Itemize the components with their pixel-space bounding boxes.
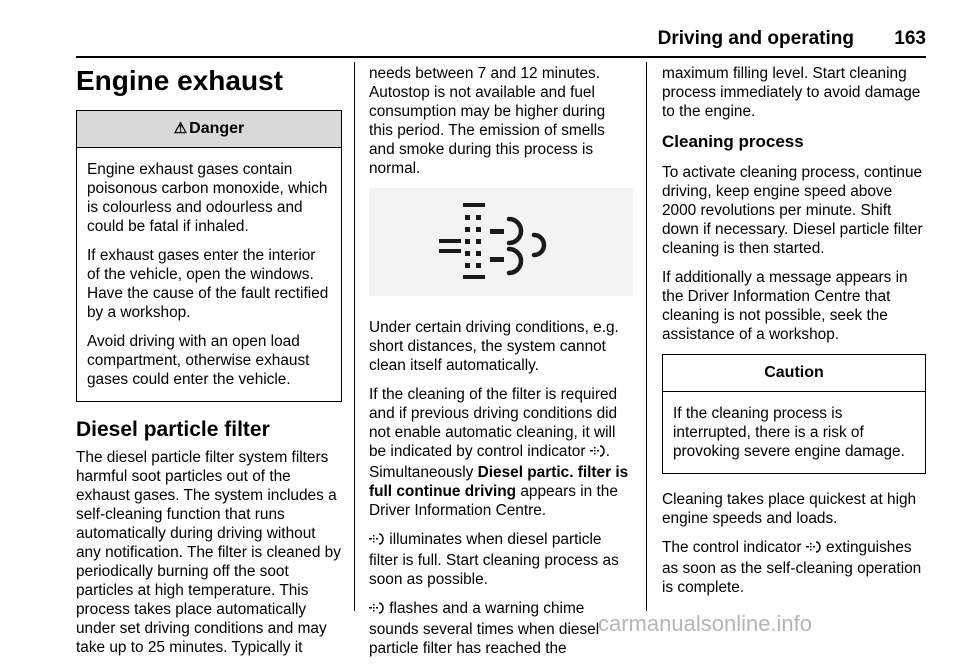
warning-triangle-icon: ⚠ bbox=[173, 120, 188, 137]
paragraph: maximum filling level. Start cleaning pr… bbox=[662, 65, 921, 120]
diesel-particle-filter-icon bbox=[805, 540, 822, 559]
paragraph: Under certain driving conditions, e.g. s… bbox=[369, 319, 619, 374]
paragraph: The control indicator extinguishes as so… bbox=[662, 539, 922, 596]
danger-text: Engine exhaust gases contain poisonous c… bbox=[87, 161, 328, 235]
section-title: Driving and operating bbox=[657, 28, 854, 49]
paragraph: needs between 7 and 12 minutes. Autostop… bbox=[369, 65, 606, 177]
danger-text: If exhaust gases enter the interior of t… bbox=[87, 247, 329, 321]
filter-illustration bbox=[369, 188, 633, 296]
column-3: maximum filling level. Start cleaning pr… bbox=[662, 64, 926, 607]
paragraph: If additionally a message appears in the… bbox=[662, 269, 908, 343]
caution-box: Caution If the cleaning process is inter… bbox=[662, 354, 926, 474]
paragraph: flashes and a warning chime sounds sever… bbox=[369, 600, 600, 657]
page-number: 163 bbox=[894, 28, 926, 49]
diesel-particle-filter-icon bbox=[439, 203, 547, 279]
column-divider bbox=[354, 62, 355, 611]
diesel-particle-filter-icon bbox=[589, 444, 606, 463]
paragraph: Cleaning takes place quickest at high en… bbox=[662, 491, 917, 527]
danger-box: ⚠Danger Engine exhaust gases contain poi… bbox=[76, 110, 342, 402]
watermark: carmanualsonline.info bbox=[598, 611, 813, 636]
paragraph: If the cleaning of the filter is require… bbox=[369, 386, 629, 519]
danger-header: ⚠Danger bbox=[77, 111, 341, 148]
column-2: needs between 7 and 12 minutes. Autostop… bbox=[369, 64, 633, 668]
paragraph: illuminates when diesel particle filter … bbox=[369, 531, 619, 588]
danger-text: Avoid driving with an open load compartm… bbox=[87, 333, 310, 388]
column-1: Engine exhaust ⚠Danger Engine exhaust ga… bbox=[76, 64, 342, 667]
paragraph: To activate cleaning process, continue d… bbox=[662, 164, 923, 257]
paragraph: The diesel particle filter system filter… bbox=[76, 449, 341, 656]
diesel-particle-filter-icon bbox=[369, 532, 385, 551]
page-header: Driving and operating 163 bbox=[76, 28, 926, 58]
section-heading: Diesel particle filter bbox=[76, 418, 270, 441]
column-divider bbox=[646, 62, 647, 611]
diesel-particle-filter-icon bbox=[369, 601, 385, 620]
caution-text: If the cleaning process is interrupted, … bbox=[673, 405, 905, 460]
page-title: Engine exhaust bbox=[76, 65, 283, 96]
subsection-heading: Cleaning process bbox=[662, 132, 804, 151]
caution-header: Caution bbox=[663, 355, 925, 392]
danger-label: Danger bbox=[189, 120, 245, 137]
